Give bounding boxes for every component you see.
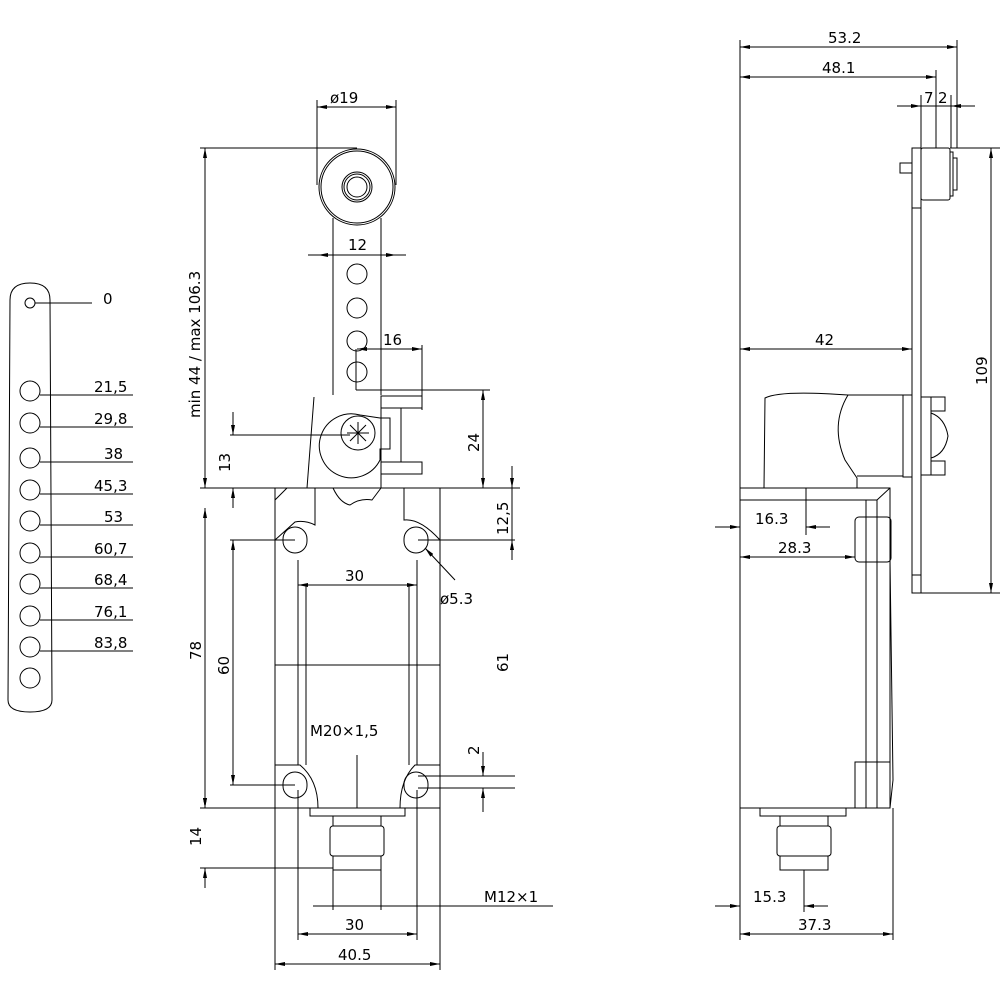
- dim-height-61: 61: [494, 653, 512, 672]
- dim-pivot-height: 13: [216, 453, 234, 472]
- front-view: ø19 12 16 min 44 / max 106.3 13 24 12,5 …: [186, 89, 553, 970]
- dim-16-3: 16.3: [755, 510, 788, 528]
- dim-lever-length: min 44 / max 106.3: [186, 271, 204, 418]
- dim-roller-diameter: ø19: [330, 89, 358, 107]
- dim-2-side: 2: [938, 89, 948, 107]
- dim-24: 24: [465, 433, 483, 452]
- thread-label: M20×1,5: [310, 722, 378, 740]
- dim-arm-width: 12: [348, 236, 367, 254]
- dim-hole-diameter: ø5.3: [440, 590, 473, 608]
- dim-42: 42: [815, 331, 834, 349]
- dim-12-5: 12,5: [494, 502, 512, 535]
- lever-position-label: 45,3: [94, 477, 127, 495]
- dim-14: 14: [187, 827, 205, 846]
- dim-48-1: 48.1: [822, 59, 855, 77]
- dim-7: 7: [924, 89, 934, 107]
- lever-position-label: 53: [104, 508, 123, 526]
- lever-position-label: 60,7: [94, 540, 127, 558]
- dim-37-3: 37.3: [798, 916, 831, 934]
- lever-position-label: 29,8: [94, 410, 127, 428]
- lever-position-label: 0: [103, 290, 113, 308]
- lever-position-label: 38: [104, 445, 123, 463]
- dim-109: 109: [973, 356, 991, 385]
- lever-position-label: 76,1: [94, 603, 127, 621]
- dim-bottom-30: 30: [345, 916, 364, 934]
- dim-2: 2: [465, 745, 483, 755]
- dim-offset: 16: [383, 331, 402, 349]
- dim-hole-spacing: 30: [345, 567, 364, 585]
- dim-height-78: 78: [187, 641, 205, 660]
- dim-15-3: 15.3: [753, 888, 786, 906]
- lever-position-label: 68,4: [94, 571, 127, 589]
- lever-position-label: 21,5: [94, 378, 127, 396]
- dim-28-3: 28.3: [778, 539, 811, 557]
- connector-label: M12×1: [484, 888, 538, 906]
- dim-53-2: 53.2: [828, 29, 861, 47]
- dim-height-60: 60: [215, 656, 233, 675]
- side-view: 53.2 48.1 7 2 42 109 16.3 28.3 15.3 37.3: [715, 29, 1000, 940]
- dim-width: 40.5: [338, 946, 371, 964]
- lever-position-label: 83,8: [94, 634, 127, 652]
- lever-profile: 0 21,5 29,8 38 45,3 53 60,7 68,4 76,1 83…: [7, 282, 133, 713]
